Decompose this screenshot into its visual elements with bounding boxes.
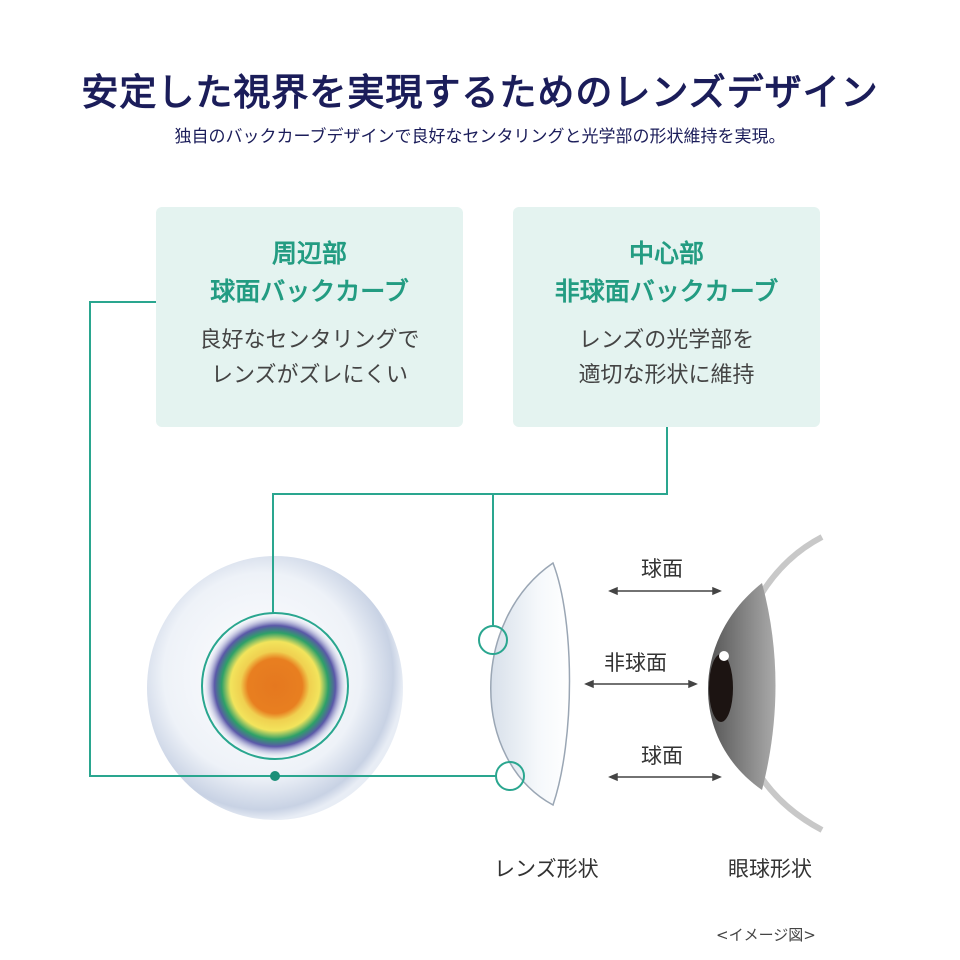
eye-pupil <box>709 654 733 722</box>
label-aspherical: 非球面 <box>604 651 667 675</box>
label-spherical-bottom: 球面 <box>641 744 683 768</box>
lens-side-view <box>490 561 571 807</box>
box-heading: 球面バックカーブ <box>210 277 409 306</box>
optical-zone-ring <box>201 612 349 760</box>
optical-zone <box>203 614 347 758</box>
eye-cornea <box>708 583 776 790</box>
eye-highlight <box>719 651 729 661</box>
connector-lines <box>89 301 668 791</box>
arrows <box>584 586 722 782</box>
box-desc: 良好なセンタリングで <box>199 328 420 353</box>
central-zone-box: 中心部 非球面バックカーブ レンズの光学部を適切な形状に維持 <box>513 207 820 427</box>
box-desc: レンズの光学部を <box>578 328 755 353</box>
box-heading: 非球面バックカーブ <box>554 277 779 306</box>
label-spherical-top: 球面 <box>641 557 683 581</box>
box-desc: 適切な形状に維持 <box>578 363 755 388</box>
label-eye-shape: 眼球形状 <box>728 857 812 881</box>
page-subtitle: 独自のバックカーブデザインで良好なセンタリングと光学部の形状維持を実現。 <box>174 127 786 147</box>
box-heading: 中心部 <box>628 239 704 268</box>
peripheral-zone-box: 周辺部 球面バックカーブ 良好なセンタリングでレンズがズレにくい <box>156 207 463 427</box>
page-title: 安定した視界を実現するためのレンズデザイン <box>81 71 879 114</box>
label-lens-shape: レンズ形状 <box>494 857 599 881</box>
connector-dot <box>270 771 280 781</box>
box-heading: 周辺部 <box>271 239 347 268</box>
box-desc: レンズがズレにくい <box>210 363 409 388</box>
image-note: <イメージ図> <box>716 926 816 944</box>
